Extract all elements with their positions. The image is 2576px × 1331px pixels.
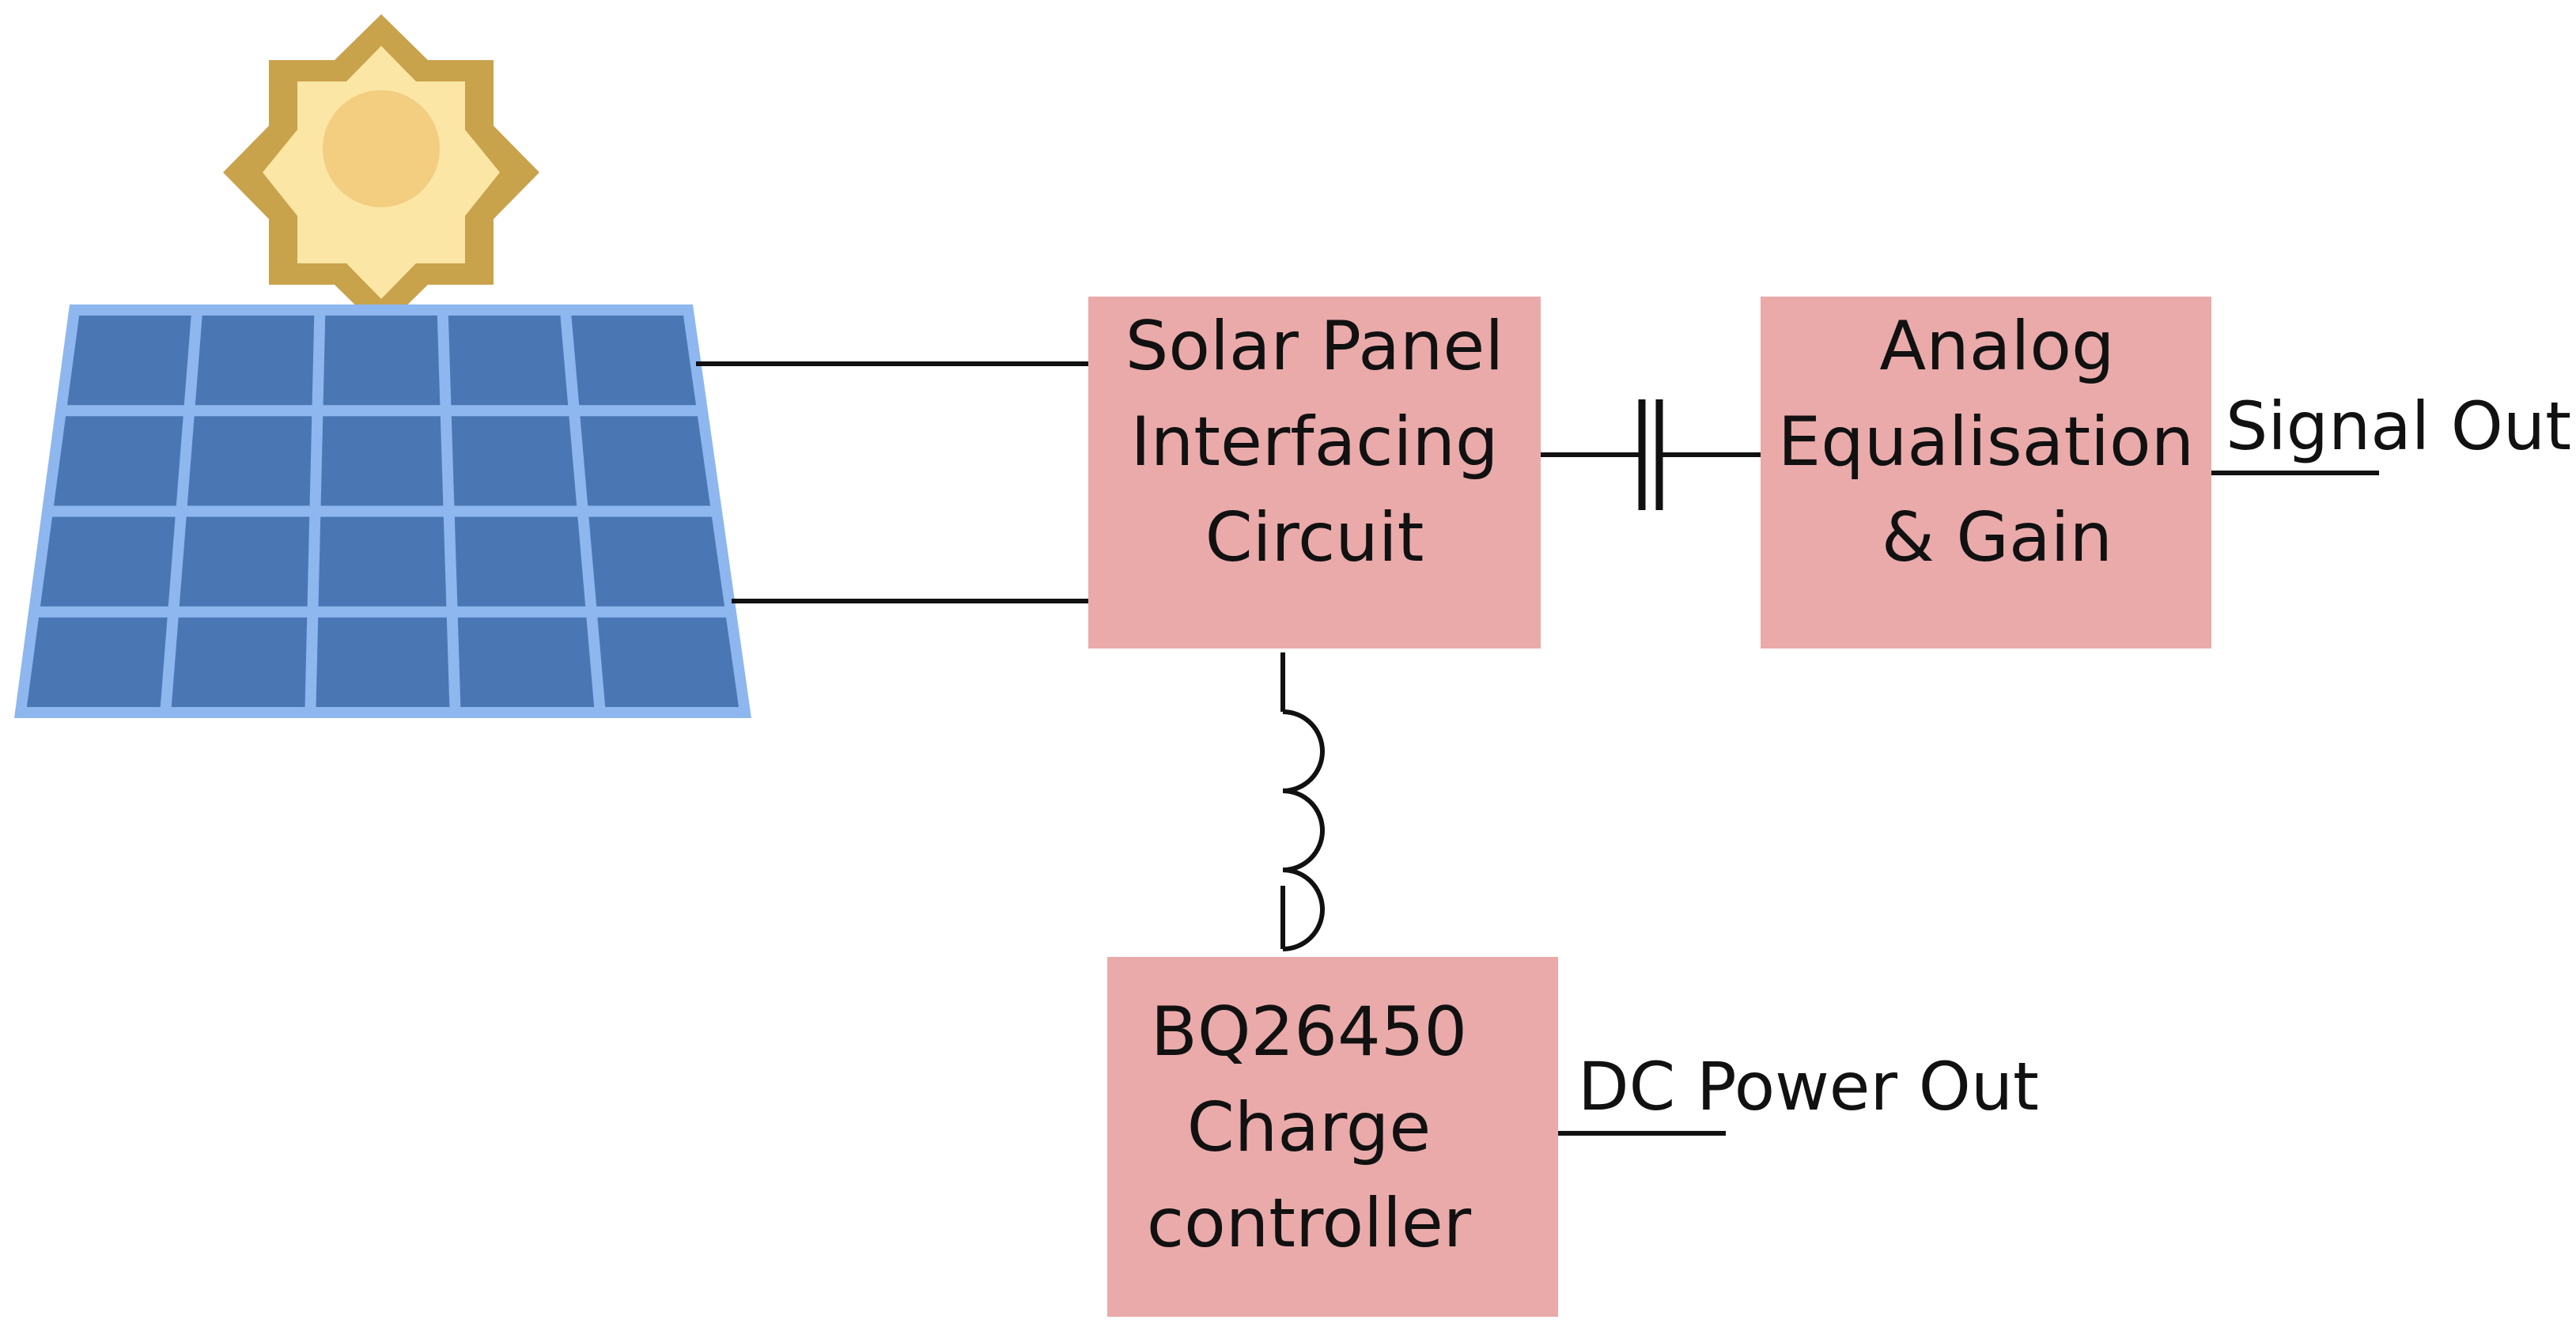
interfacing-label-line3: Circuit: [1205, 498, 1424, 577]
equalisation-label-line2: Equalisation: [1778, 403, 2194, 482]
solar-cell: [457, 617, 595, 707]
solar-cell: [323, 316, 441, 406]
solar-cell: [195, 316, 315, 406]
charge-controller-block: BQ26450 Charge controller: [1107, 957, 1558, 1317]
solar-cell: [588, 516, 725, 607]
solar-cell: [451, 416, 577, 506]
charger-label-line1: BQ26450: [1151, 993, 1467, 1072]
charger-label-line3: controller: [1147, 1184, 1472, 1263]
equalisation-gain-block: Analog Equalisation & Gain: [1761, 297, 2211, 648]
signal-out-label: Signal Out: [2226, 388, 2571, 465]
interfacing-label-line2: Interfacing: [1130, 403, 1498, 482]
solar-cell: [580, 416, 711, 506]
solar-cell: [320, 416, 444, 506]
solar-cell: [179, 516, 310, 607]
solar-cell: [448, 316, 569, 406]
interfacing-label-line1: Solar Panel: [1125, 307, 1504, 386]
interfacing-circuit-block: Solar Panel Interfacing Circuit: [1088, 297, 1541, 648]
solar-panel-icon: [14, 304, 751, 718]
solar-cell: [66, 316, 191, 406]
charger-label-line2: Charge: [1187, 1088, 1432, 1167]
solar-cell: [454, 516, 586, 607]
solar-cell: [571, 316, 697, 406]
capacitor-symbol: [1541, 399, 1761, 510]
solar-cell: [26, 617, 168, 707]
solar-cell: [316, 617, 450, 707]
power-out-label: DC Power Out: [1578, 1048, 2039, 1125]
solar-cell: [597, 617, 740, 707]
sun-icon: [223, 14, 539, 331]
solar-cell: [318, 516, 447, 607]
equalisation-label-line1: Analog: [1879, 307, 2114, 386]
equalisation-label-line3: & Gain: [1882, 498, 2113, 577]
inductor-symbol: [1280, 652, 1325, 951]
solar-cell: [40, 516, 176, 607]
solar-cell: [187, 416, 312, 506]
solar-cell: [171, 617, 308, 707]
solar-cell: [53, 416, 183, 506]
